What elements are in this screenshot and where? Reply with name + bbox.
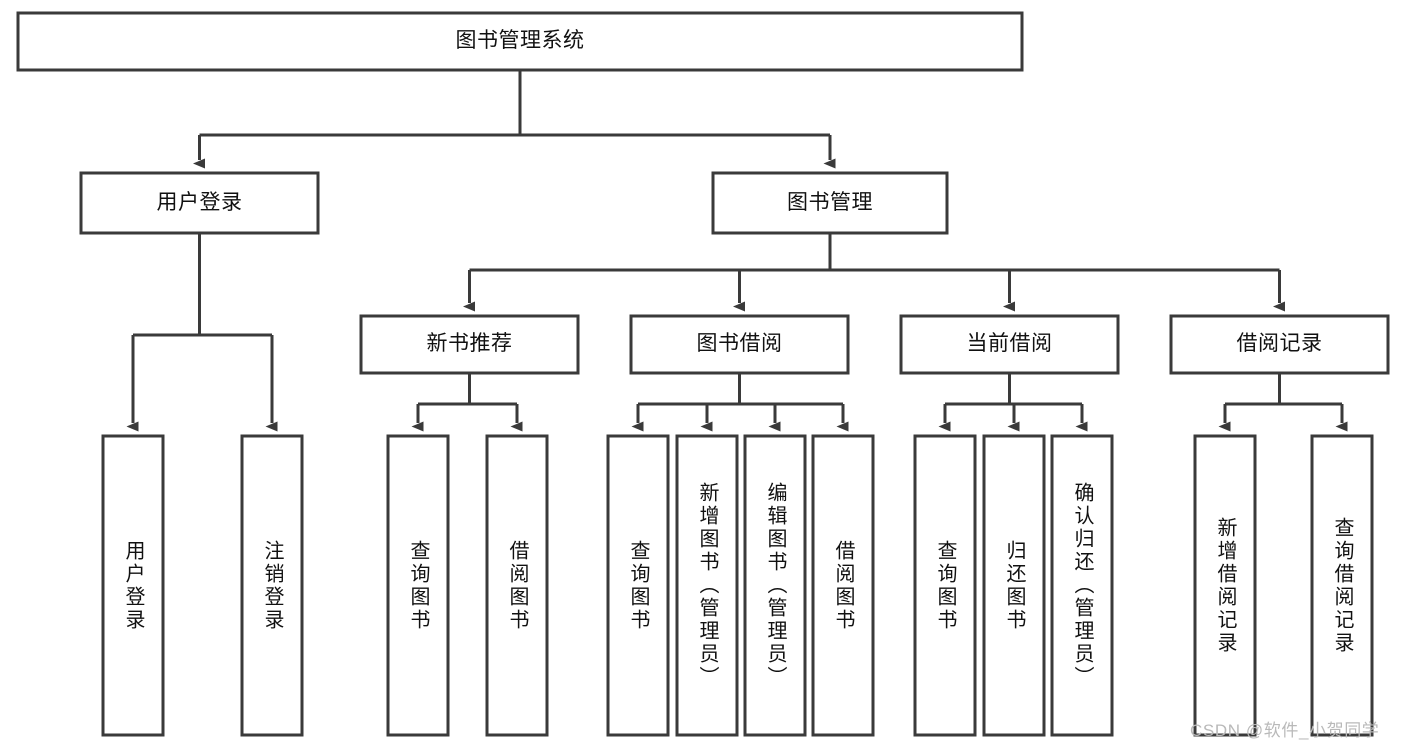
- node-box-book-borrow: [629, 314, 850, 375]
- node-box-leaf-query-book-current: [913, 434, 977, 737]
- node-box-leaf-add-borrow-record: [1193, 434, 1257, 737]
- node-box-root: [16, 11, 1024, 72]
- node-box-leaf-borrow-book: [811, 434, 875, 737]
- connector-lines: [126, 70, 1348, 432]
- node-box-leaf-query-book-recommend: [386, 434, 450, 737]
- node-box-current-borrow: [899, 314, 1120, 375]
- node-box-leaf-query-book-borrow: [606, 434, 670, 737]
- node-box-leaf-logout: [240, 434, 304, 737]
- node-box-user-login: [79, 171, 320, 235]
- watermark-text: CSDN @软件_小贺同学: [1190, 721, 1380, 740]
- node-box-leaf-confirm-return: [1050, 434, 1114, 737]
- node-box-book-manage: [711, 171, 949, 235]
- node-box-leaf-user-login: [101, 434, 165, 737]
- node-box-leaf-add-book: [675, 434, 739, 737]
- node-box-leaf-borrow-book-recommend: [485, 434, 549, 737]
- node-box-borrow-record: [1169, 314, 1390, 375]
- node-box-leaf-query-borrow-record: [1310, 434, 1374, 737]
- node-box-new-book-recommend: [359, 314, 580, 375]
- node-box-leaf-return-book: [982, 434, 1046, 737]
- node-box-leaf-edit-book: [743, 434, 807, 737]
- node-boxes: [16, 11, 1390, 737]
